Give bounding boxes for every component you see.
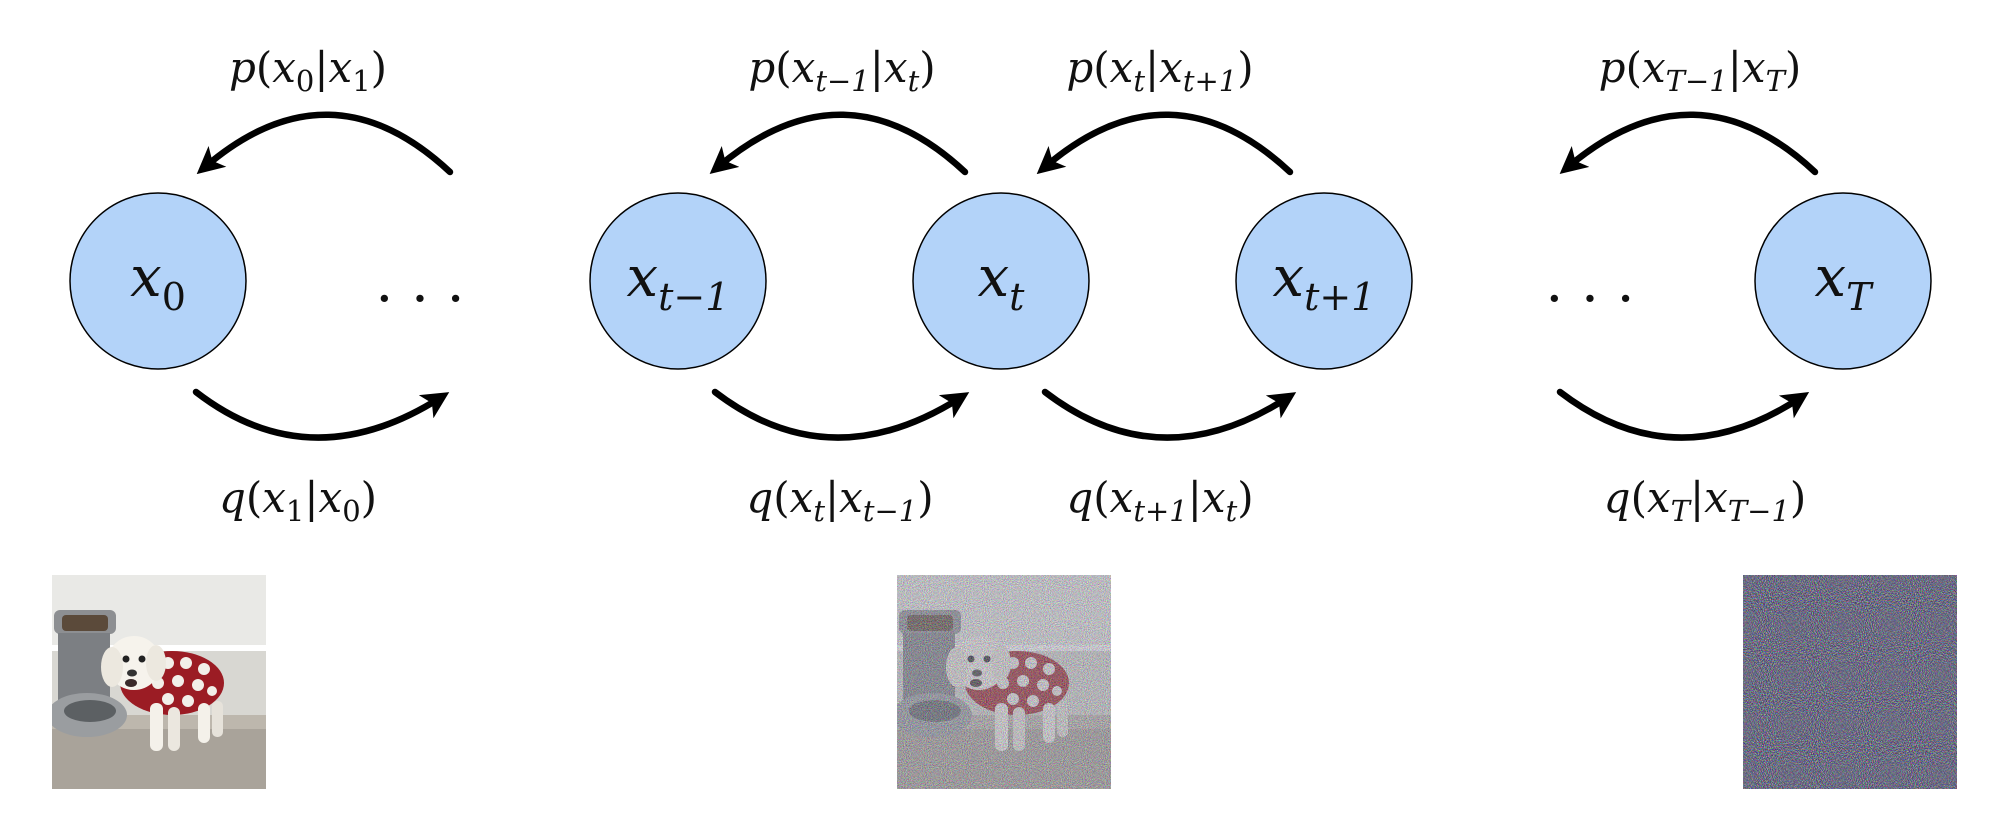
forward-arrow-1 [196,392,440,438]
reverse-arrow-3 [1045,115,1290,172]
clean-dog-image [47,575,266,789]
label-p-x0-given-x1: p(x0|x1) [229,43,387,98]
reverse-arrow-2 [718,115,965,172]
label-p-xt-minus-1-given-xt: p(xt−1|xt) [748,43,935,98]
label-q-xT-given-xT-minus-1: q(xT|xT−1) [1604,473,1807,528]
pure-noise-image [1743,575,1957,789]
ellipsis-right: · · · [1545,267,1634,332]
label-q-xt-plus-1-given-xt: q(xt+1|xt) [1066,473,1253,528]
label-p-xT-minus-1-given-xT: p(xT−1|xT) [1599,43,1802,98]
label-q-x1-given-x0: q(x1|x0) [219,473,377,528]
forward-arrow-2 [715,392,960,438]
label-p-xt-given-xt-plus-1: p(xt|xt+1) [1066,43,1253,98]
forward-arrow-3 [1045,392,1287,438]
node-x-T: xT [1755,193,1931,369]
ellipsis-left: · · · [375,267,464,332]
node-x-t: xt [913,193,1089,369]
label-q-xt-given-xt-minus-1: q(xt|xt−1) [746,473,933,528]
forward-arrow-4 [1560,392,1800,438]
node-x-t-minus-1: xt−1 [590,193,766,369]
reverse-arrow-1 [205,115,450,172]
noisy-dog-image [892,575,1111,789]
reverse-arrow-4 [1568,115,1815,172]
node-x-t-plus-1: xt+1 [1236,193,1412,369]
node-x-0: x0 [70,193,246,369]
